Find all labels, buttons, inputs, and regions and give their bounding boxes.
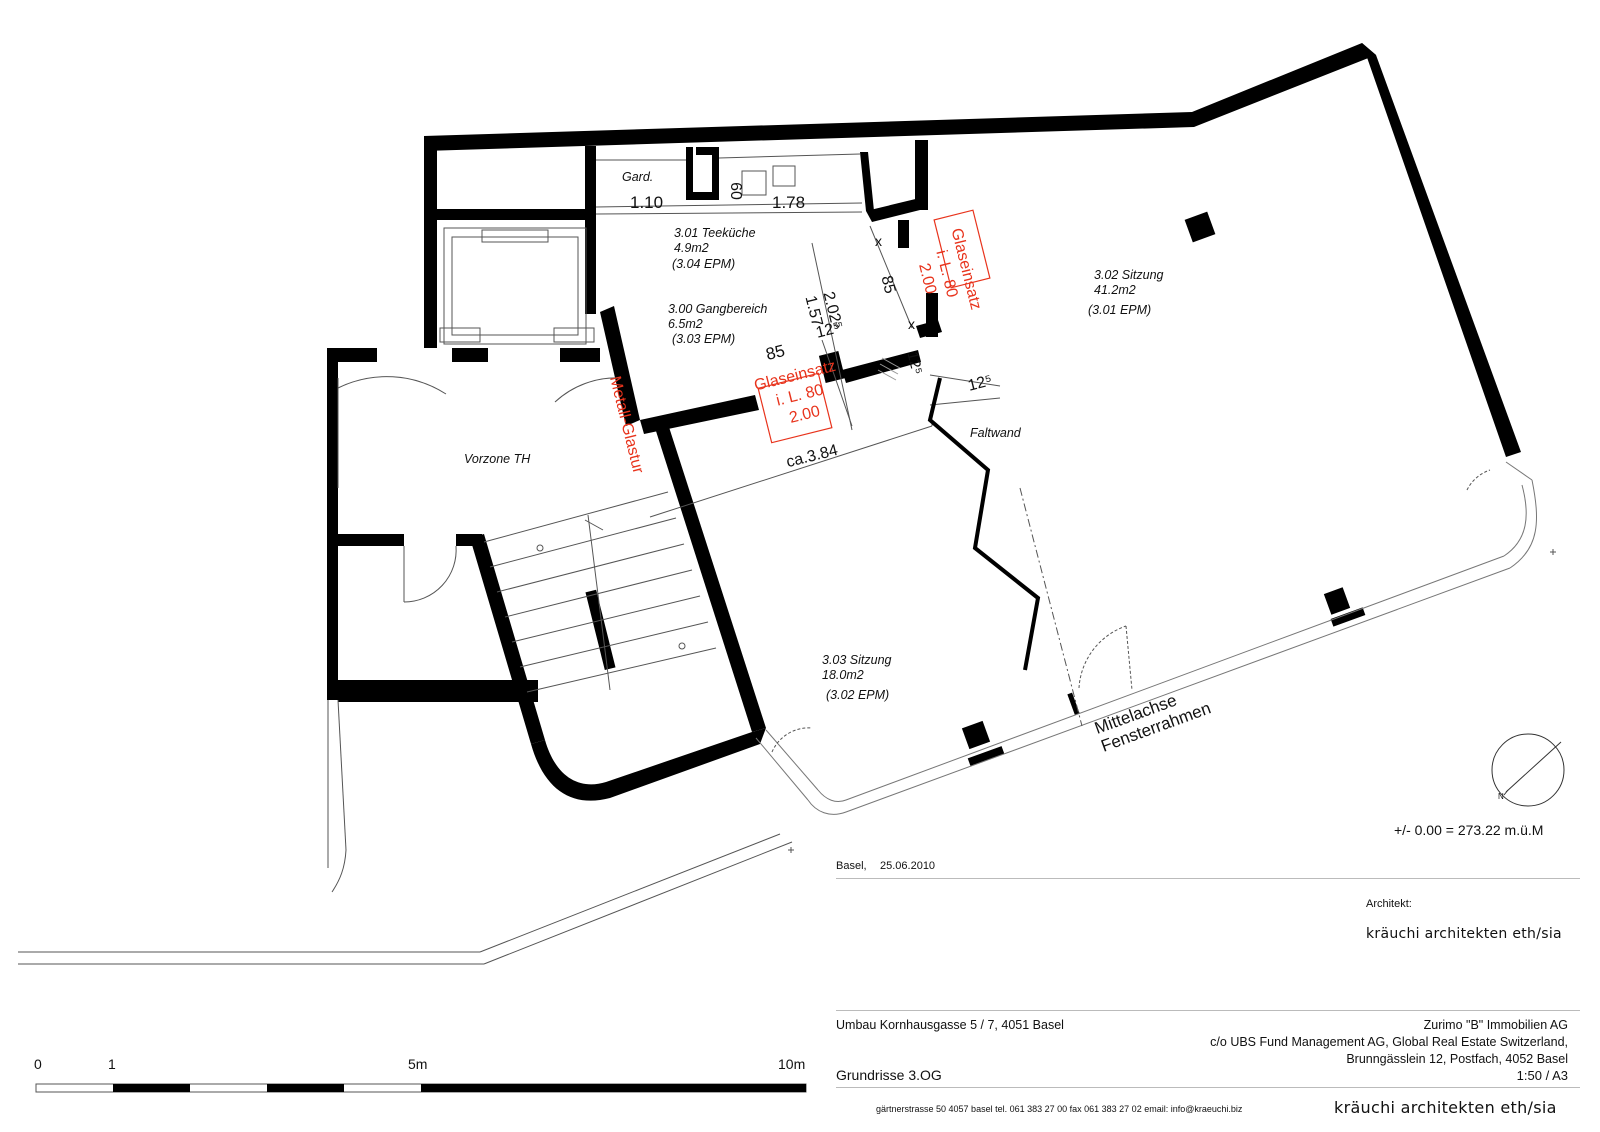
room-gard: Gard.	[622, 170, 654, 184]
footer-address: gärtnerstrasse 50 4057 basel tel. 061 38…	[876, 1104, 1243, 1114]
thin-lines	[18, 153, 1556, 965]
drawing-scale: 1:50 / A3	[1516, 1068, 1568, 1083]
title-rule-2	[836, 1010, 1580, 1011]
client-line-2: c/o UBS Fund Management AG, Global Real …	[1210, 1035, 1568, 1049]
room-sitzung-302-epm: (3.01 EPM)	[1088, 303, 1152, 317]
room-gang-epm: (3.03 EPM)	[672, 332, 736, 346]
room-sitzung-302-name: 3.02 Sitzung	[1094, 268, 1164, 282]
client-line-3: Brunngässlein 12, Postfach, 4052 Basel	[1346, 1052, 1568, 1066]
stair-treads	[483, 491, 717, 693]
wall-stair	[470, 534, 545, 744]
faltwand-folding-wall	[927, 377, 1041, 671]
walls	[327, 43, 1521, 801]
label-faltwand: Faltwand	[970, 426, 1021, 440]
architekt-label: Architekt:	[1366, 898, 1412, 910]
client-line-1: Zurimo "B" Immobilien AG	[1423, 1018, 1568, 1032]
room-vorzone: Vorzone TH	[464, 452, 531, 466]
project-title: Umbau Kornhausgasse 5 / 7, 4051 Basel	[836, 1018, 1064, 1032]
dim-x-top: x	[875, 233, 882, 249]
north-arrow	[1491, 733, 1565, 807]
dim-x-bottom: x	[908, 316, 915, 332]
room-sitzung-303-epm: (3.02 EPM)	[826, 688, 890, 702]
title-place: Basel,	[836, 860, 867, 872]
facade-lines	[755, 461, 1537, 815]
scale-label-5m: 5m	[408, 1056, 428, 1072]
room-teekueche-area: 4.9m2	[674, 241, 709, 255]
room-sitzung-302-area: 41.2m2	[1094, 283, 1136, 297]
drawing-title: Grundrisse 3.OG	[836, 1067, 942, 1083]
scale-bar	[35, 1083, 807, 1093]
room-teekueche-epm: (3.04 EPM)	[672, 257, 736, 271]
room-sitzung-303-name: 3.03 Sitzung	[822, 653, 892, 667]
footer-brand: kräuchi architekten eth/sia	[1334, 1098, 1557, 1117]
room-gang-name: 3.00 Gangbereich	[668, 302, 768, 316]
scale-label-1: 1	[108, 1056, 116, 1072]
elevation-note: +/- 0.00 = 273.22 m.ü.M	[1394, 822, 1544, 838]
scale-label-10m: 10m	[778, 1056, 806, 1072]
title-rule-3	[836, 1087, 1580, 1088]
column	[1184, 211, 1216, 243]
architekt-name: kräuchi architekten eth/sia	[1366, 926, 1562, 942]
room-teekueche-name: 3.01 Teeküche	[674, 226, 756, 240]
dim-1-10: 1.10	[630, 193, 664, 212]
red-annotation-shapes	[757, 209, 991, 444]
wall-top	[424, 43, 1376, 151]
wall-gang-diagonal	[600, 306, 640, 426]
scale-label-0: 0	[34, 1056, 42, 1072]
room-sitzung-303-area: 18.0m2	[822, 668, 864, 682]
title-date: 25.06.2010	[880, 860, 936, 872]
dim-60: 60	[726, 182, 744, 200]
wall-right	[1362, 43, 1521, 457]
wall-left-upper	[424, 136, 437, 348]
title-rule-1	[836, 878, 1580, 879]
north-label: N	[1498, 792, 1504, 801]
room-gang-area: 6.5m2	[668, 317, 703, 331]
dim-1-78: 1.78	[772, 193, 806, 212]
